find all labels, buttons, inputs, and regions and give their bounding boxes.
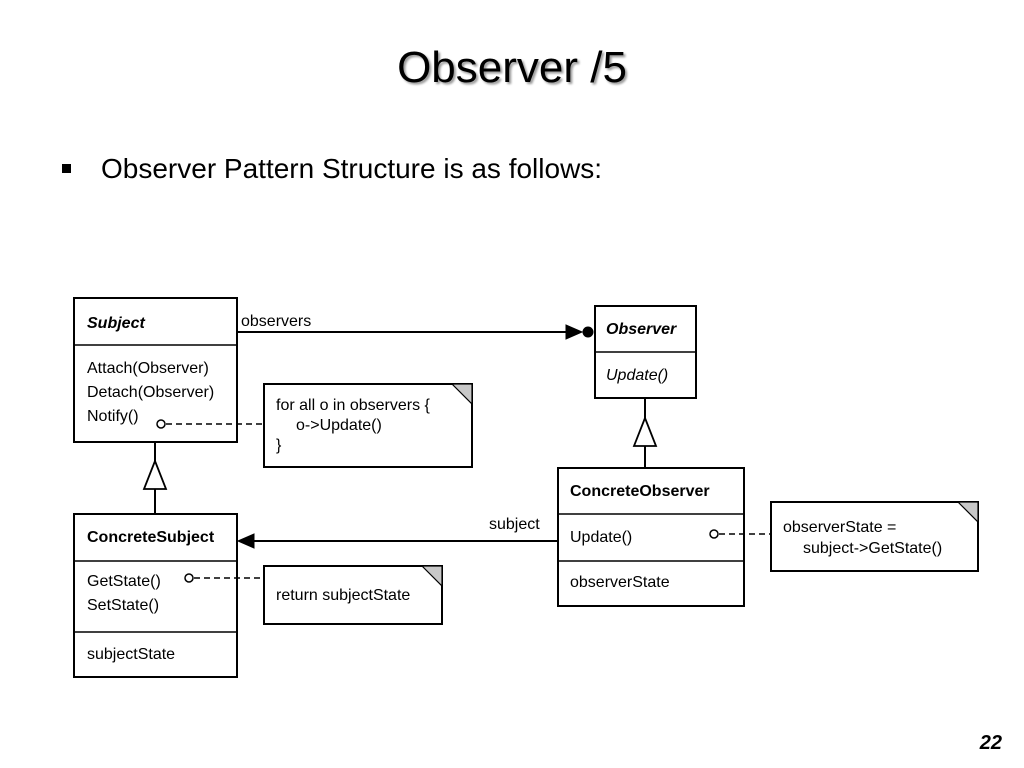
concrete-observer-state-attr: observerState — [570, 574, 670, 591]
note-anchor-circle-icon — [184, 573, 194, 583]
observer-generalization — [632, 398, 658, 468]
getstate-note: return subjectState — [184, 565, 443, 625]
concrete-observer-class: ConcreteObserver Update() observerState — [557, 467, 745, 607]
subject-generalization — [142, 442, 168, 514]
notify-note: for all o in observers { o->Update() } — [156, 383, 473, 468]
note-anchor-circle-icon — [156, 419, 166, 429]
note-line: subject->GetState() — [803, 540, 942, 557]
subject-role-label: subject — [489, 516, 540, 533]
inheritance-triangle-icon — [632, 415, 658, 447]
concrete-subject-class-name: ConcreteSubject — [87, 529, 215, 546]
page-number: 22 — [979, 732, 1002, 754]
multiplicity-dot-icon — [582, 326, 594, 338]
note-fold-icon — [956, 501, 979, 524]
observer-class-name: Observer — [606, 321, 677, 338]
subject-class: Subject Attach(Observer) Detach(Observer… — [73, 297, 238, 443]
arrowhead-icon — [236, 533, 255, 549]
note-anchor-circle-icon — [709, 529, 719, 539]
note-line: observerState = — [783, 519, 896, 536]
note-line: o->Update() — [296, 417, 382, 434]
concrete-subject-getstate-op: GetState() — [87, 573, 161, 590]
subject-detach-op: Detach(Observer) — [87, 384, 214, 401]
concrete-observer-update-op: Update() — [570, 529, 632, 546]
concrete-observer-class-name: ConcreteObserver — [570, 483, 710, 500]
arrowhead-icon — [565, 324, 584, 340]
subject-attach-op: Attach(Observer) — [87, 360, 209, 377]
observers-association: observers — [237, 313, 594, 340]
concrete-subject-setstate-op: SetState() — [87, 597, 159, 614]
note-line: return subjectState — [276, 587, 410, 604]
note-fold-icon — [420, 565, 443, 588]
note-fold-icon — [450, 383, 473, 406]
update-note: observerState = subject->GetState() — [709, 501, 979, 572]
note-line: } — [276, 437, 282, 454]
concrete-subject-state-attr: subjectState — [87, 646, 175, 663]
slide-title: Observer /5 — [397, 43, 627, 92]
observer-class: Observer Update() — [594, 305, 697, 399]
observers-role-label: observers — [241, 313, 311, 330]
bullet-text: Observer Pattern Structure is as follows… — [101, 153, 603, 184]
concrete-subject-class: ConcreteSubject GetState() SetState() su… — [73, 513, 238, 678]
note-box — [263, 565, 443, 625]
concrete-subject-class-box — [73, 513, 238, 678]
subject-notify-op: Notify() — [87, 408, 139, 425]
observer-update-op: Update() — [606, 367, 668, 384]
note-box — [770, 501, 979, 572]
subject-association: subject — [236, 516, 558, 549]
inheritance-triangle-icon — [142, 458, 168, 490]
subject-class-box — [73, 297, 238, 443]
subject-class-name: Subject — [87, 315, 145, 332]
square-bullet-icon — [62, 164, 71, 173]
note-line: for all o in observers { — [276, 397, 431, 414]
note-box — [263, 383, 473, 468]
